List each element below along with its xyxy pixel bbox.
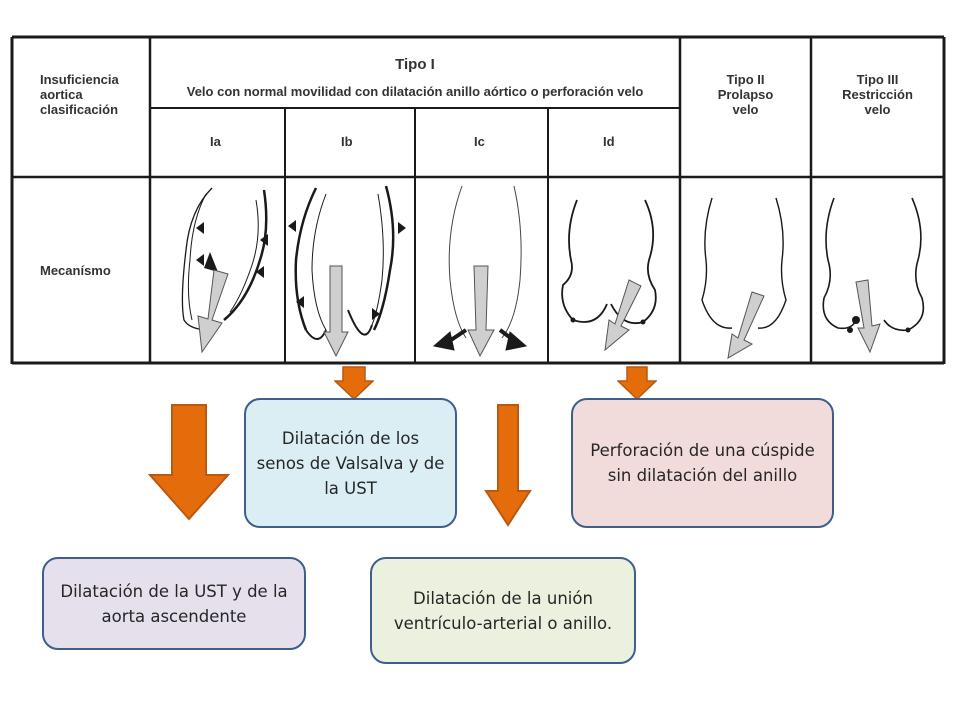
box-dilatacion-ust-aorta: Dilatación de la UST y de la aorta ascen… — [42, 557, 306, 650]
arrow-down-perforacion — [617, 366, 657, 400]
arrow-down-union — [484, 404, 532, 527]
classification-table: Insuficiencia aortica clasificación Tipo… — [10, 35, 946, 365]
mechanism-figure-tipo3 — [822, 197, 925, 354]
subtype-ic: Ic — [474, 134, 485, 149]
box-perforacion-cuspide: Perforación de una cúspide sin dilatació… — [571, 398, 834, 528]
table-grid — [10, 35, 946, 365]
box-dilatacion-senos-valsalva: Dilatación de los senos de Valsalva y de… — [244, 398, 457, 528]
table-header-label: Insuficiencia aortica clasificación — [40, 72, 119, 117]
row-label-mecanismo: Mecanísmo — [40, 263, 111, 278]
subtype-id: Id — [603, 134, 615, 149]
tipo3-header: Tipo III Restricción velo — [842, 72, 913, 117]
tipo1-title: Tipo I — [395, 56, 435, 73]
mechanism-figure-ia — [181, 187, 268, 354]
tipo1-subtitle: Velo con normal movilidad con dilatación… — [186, 84, 644, 99]
subtype-ib: Ib — [341, 134, 353, 149]
tipo2-header: Tipo II Prolapso velo — [717, 72, 774, 117]
mechanism-figure-ib — [288, 185, 406, 358]
box-dilatacion-union-ventriculo-arterial: Dilatación de la unión ventrículo-arteri… — [370, 557, 636, 664]
arrow-down-ust-aorta — [148, 404, 230, 521]
subtype-ia: Ia — [210, 134, 221, 149]
mechanism-figure-ic — [432, 185, 528, 358]
mechanism-figure-tipo2 — [701, 197, 787, 359]
mechanism-figure-id — [561, 199, 657, 352]
arrow-down-valsalva — [334, 366, 374, 400]
